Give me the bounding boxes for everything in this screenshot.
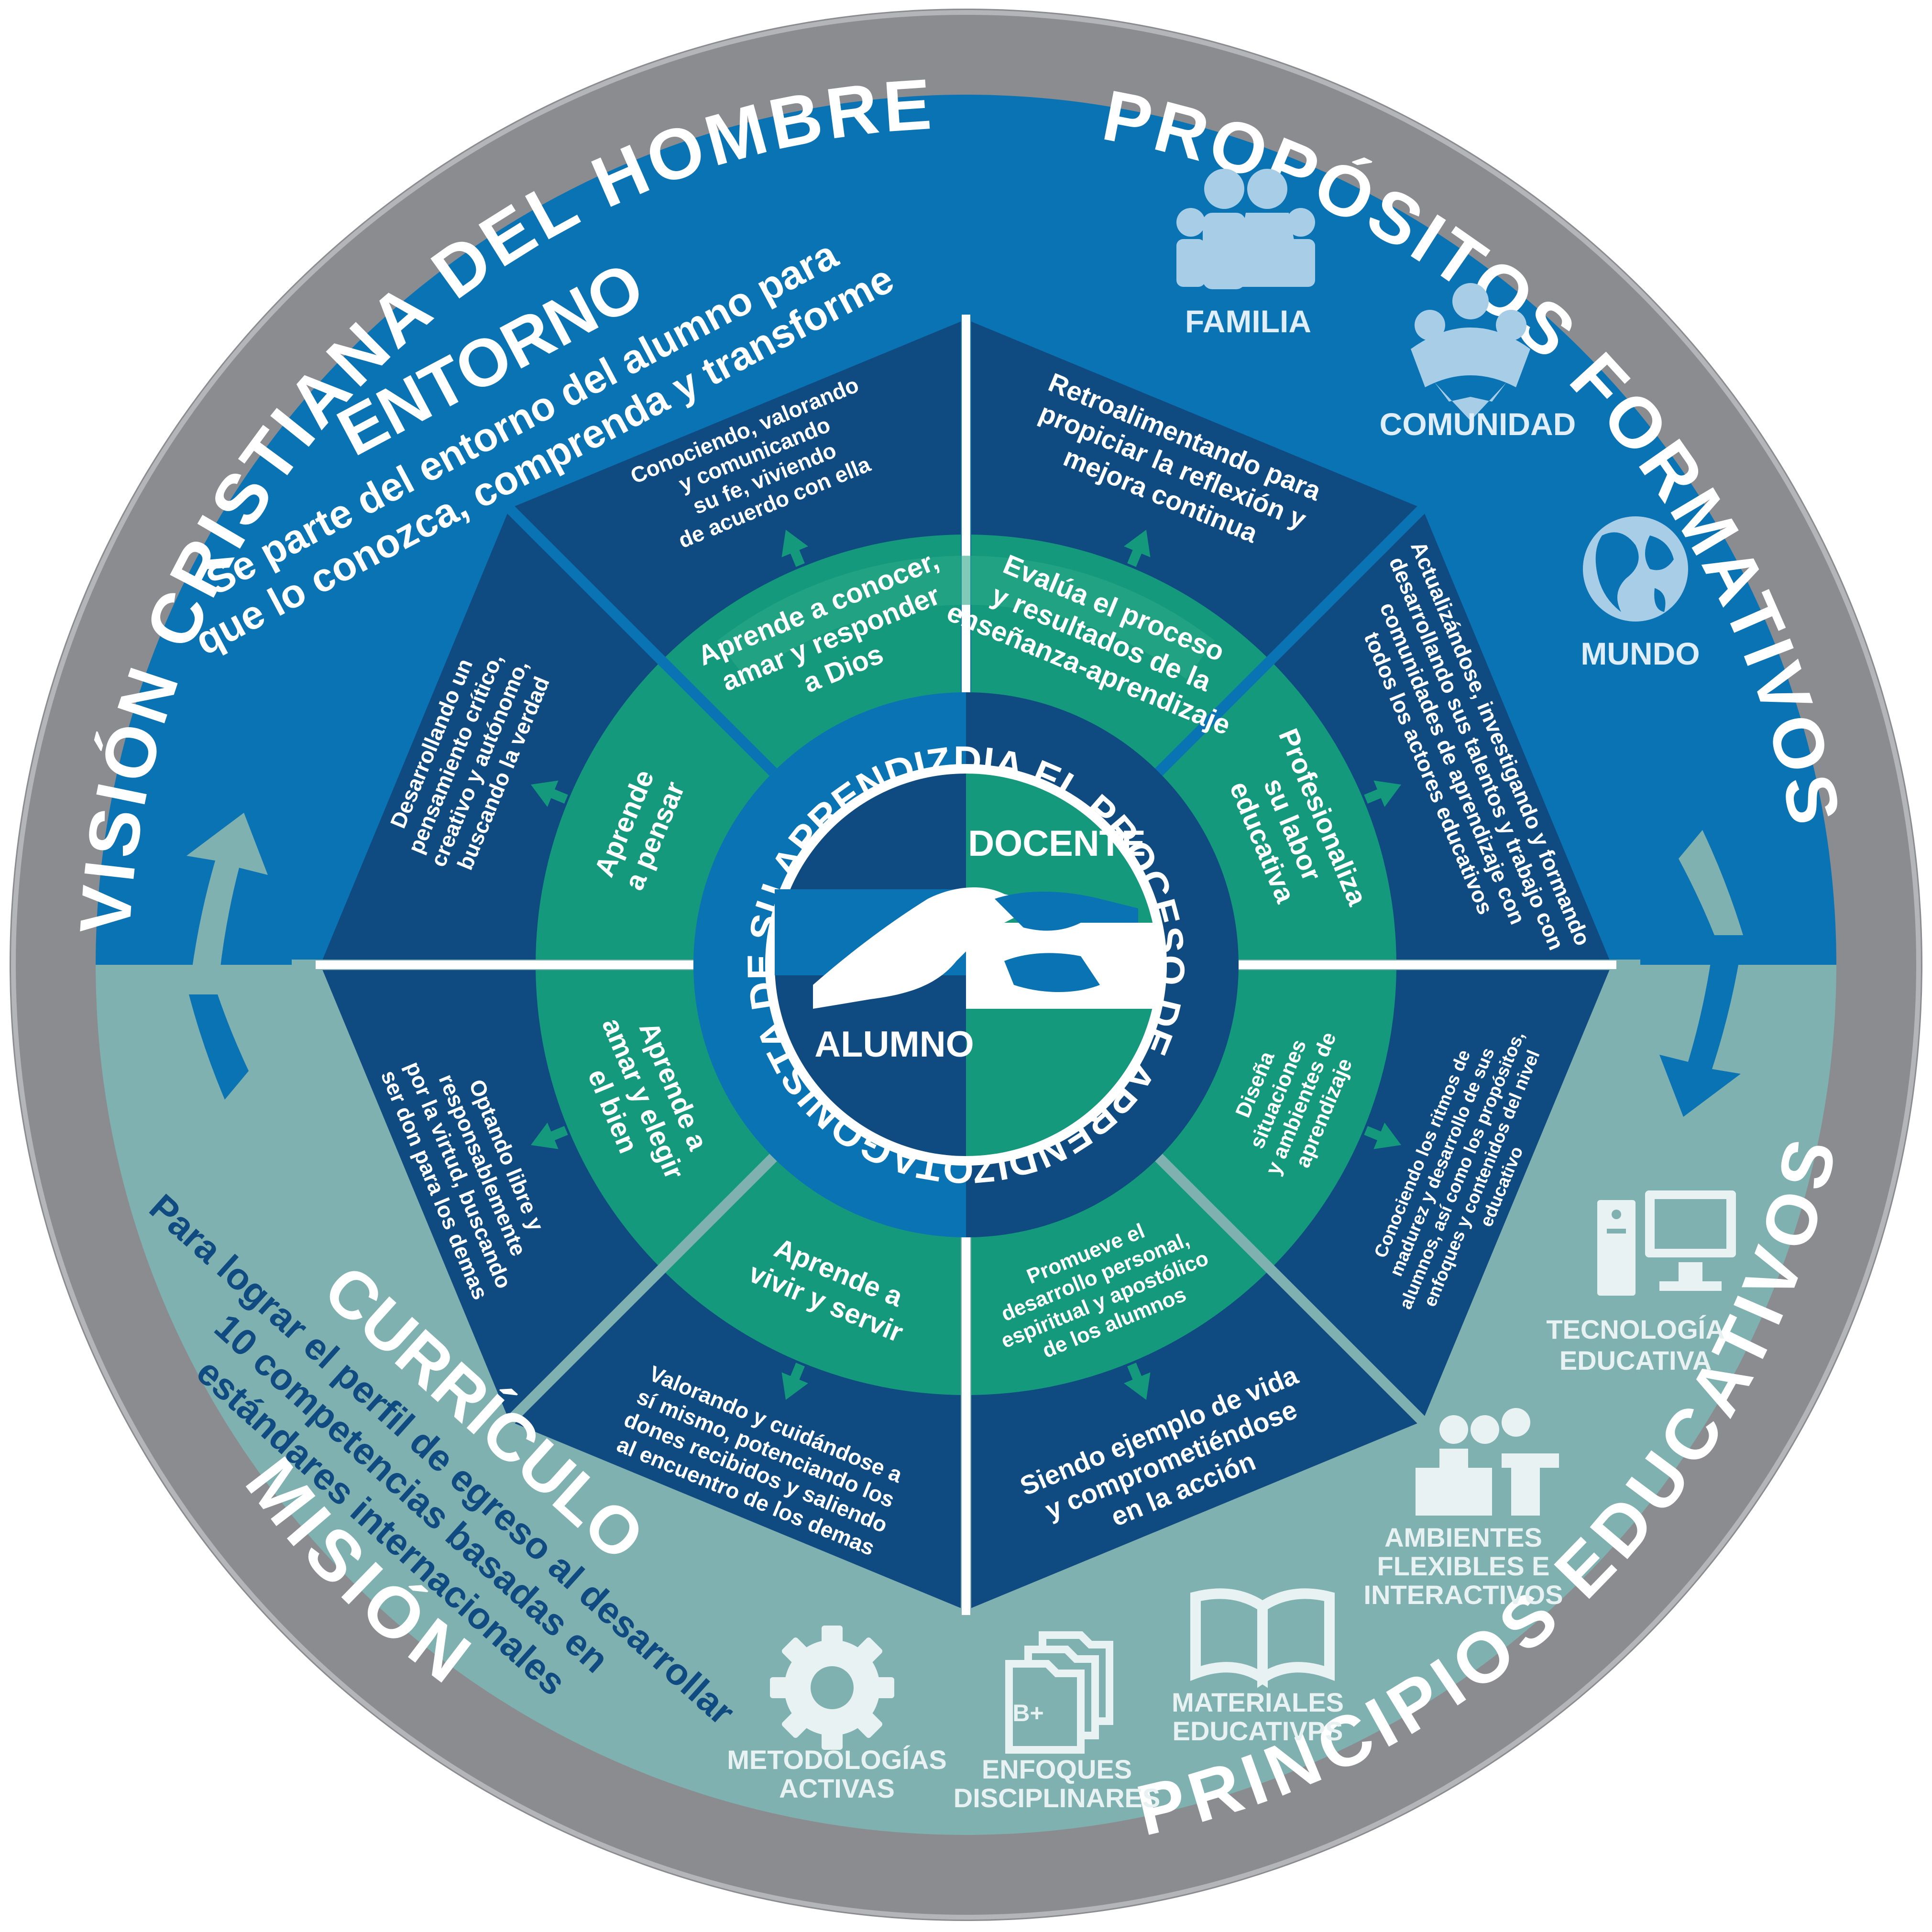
- handshake-icon: [813, 887, 1138, 1009]
- gear-icon: [770, 1626, 894, 1750]
- outer-ring-edge: [11, 10, 1921, 1920]
- enfoques-icon-text: B+: [1012, 1700, 1043, 1726]
- comunidad-label: COMUNIDAD: [1380, 406, 1576, 442]
- tecnologia-label-1: TECNOLOGÍA: [1546, 1314, 1724, 1344]
- community-icon: [1411, 283, 1530, 421]
- enfoques-label-1: ENFOQUES: [982, 1754, 1132, 1784]
- gear-tooth: [849, 1637, 882, 1670]
- segment-divider: [1155, 1154, 1447, 1445]
- rotate-arrow-right-upper-icon: [1679, 830, 1743, 935]
- tecnologia-label-2: EDUCATIVA: [1559, 1345, 1712, 1375]
- world-icon: [1583, 516, 1688, 622]
- family-icon: [1176, 169, 1315, 289]
- arrow-icon: [1364, 780, 1402, 807]
- ambientes-label-3: INTERACTIVOS: [1364, 1580, 1563, 1610]
- gear-tooth: [770, 1677, 799, 1698]
- mundo-label: MUNDO: [1581, 636, 1700, 671]
- arrow-icon: [1364, 1123, 1402, 1149]
- computer-icon: [1597, 1190, 1736, 1296]
- gear-tooth: [782, 1705, 815, 1738]
- folders-icon: [1005, 1631, 1113, 1754]
- ambientes-label-1: AMBIENTES: [1384, 1522, 1542, 1552]
- gear-tooth: [782, 1637, 815, 1670]
- rotate-arrow-left-lower-icon: [189, 994, 249, 1100]
- gear-tooth: [849, 1705, 882, 1738]
- classroom-icon: [1416, 1408, 1559, 1516]
- arrow-icon: [530, 780, 568, 807]
- gear-tooth: [822, 1721, 843, 1750]
- rotate-arrow-left-icon: [187, 813, 268, 994]
- arrow-icon: [530, 1123, 568, 1149]
- segment-divider: [485, 484, 777, 776]
- ambientes-label-2: FLEXIBLES E: [1377, 1551, 1550, 1581]
- materiales-label-1: MATERIALES: [1172, 1687, 1344, 1717]
- arrow-icon: [1124, 529, 1151, 567]
- book-icon: [1190, 1588, 1335, 1688]
- segment-divider: [485, 1154, 777, 1445]
- accent-band-top: [717, 556, 1215, 679]
- arrow-icon: [1124, 1363, 1151, 1400]
- metodologias-label-1: METODOLOGÍAS: [727, 1745, 946, 1775]
- center-alumno: ALUMNO: [814, 1024, 974, 1065]
- segment-divider: [1155, 484, 1447, 776]
- arrow-icon: [781, 1363, 808, 1400]
- gear-tooth: [866, 1677, 894, 1698]
- metodologias-label-2: ACTIVAS: [779, 1773, 895, 1803]
- inner-dividers: [292, 291, 1640, 1639]
- materiales-label-2: EDUCATIVPS: [1173, 1716, 1343, 1746]
- rotate-arrow-right-icon: [1659, 935, 1743, 1117]
- enfoques-label-2: DISCIPLINARES: [954, 1783, 1161, 1813]
- familia-label: FAMILIA: [1185, 304, 1311, 339]
- center-docente: DOCENTE: [968, 823, 1146, 864]
- gear-tooth: [822, 1626, 843, 1654]
- arrow-icon: [781, 529, 808, 567]
